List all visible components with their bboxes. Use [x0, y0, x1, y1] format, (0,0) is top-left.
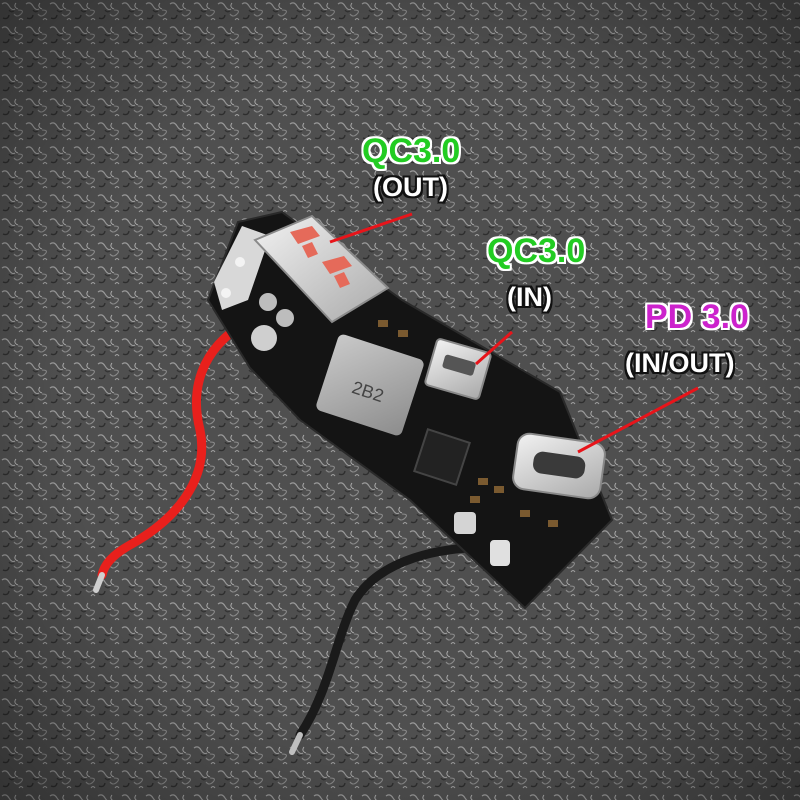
- usb-c-protocol-label: PD 3.0: [645, 298, 749, 336]
- usb-c-direction-label: (IN/OUT): [625, 348, 735, 378]
- black-wire: [295, 543, 503, 740]
- positive-pad: [251, 325, 277, 351]
- usb-a-port: [253, 214, 390, 324]
- usb-a-pointer: [329, 212, 413, 244]
- usb-c-pointer: [577, 386, 699, 454]
- usb-a-protocol-label: QC3.0: [362, 132, 461, 170]
- controller-ic: [413, 428, 471, 486]
- pcb-board: 2B2: [206, 210, 614, 610]
- micro-usb-direction-label: (IN): [507, 282, 552, 312]
- red-wire: [97, 317, 251, 580]
- usb-a-direction-label: (OUT): [373, 172, 448, 202]
- negative-pad: [454, 512, 476, 534]
- micro-usb-pointer: [475, 330, 513, 366]
- micro-usb-protocol-label: QC3.0: [487, 232, 586, 270]
- inductor: [316, 334, 424, 436]
